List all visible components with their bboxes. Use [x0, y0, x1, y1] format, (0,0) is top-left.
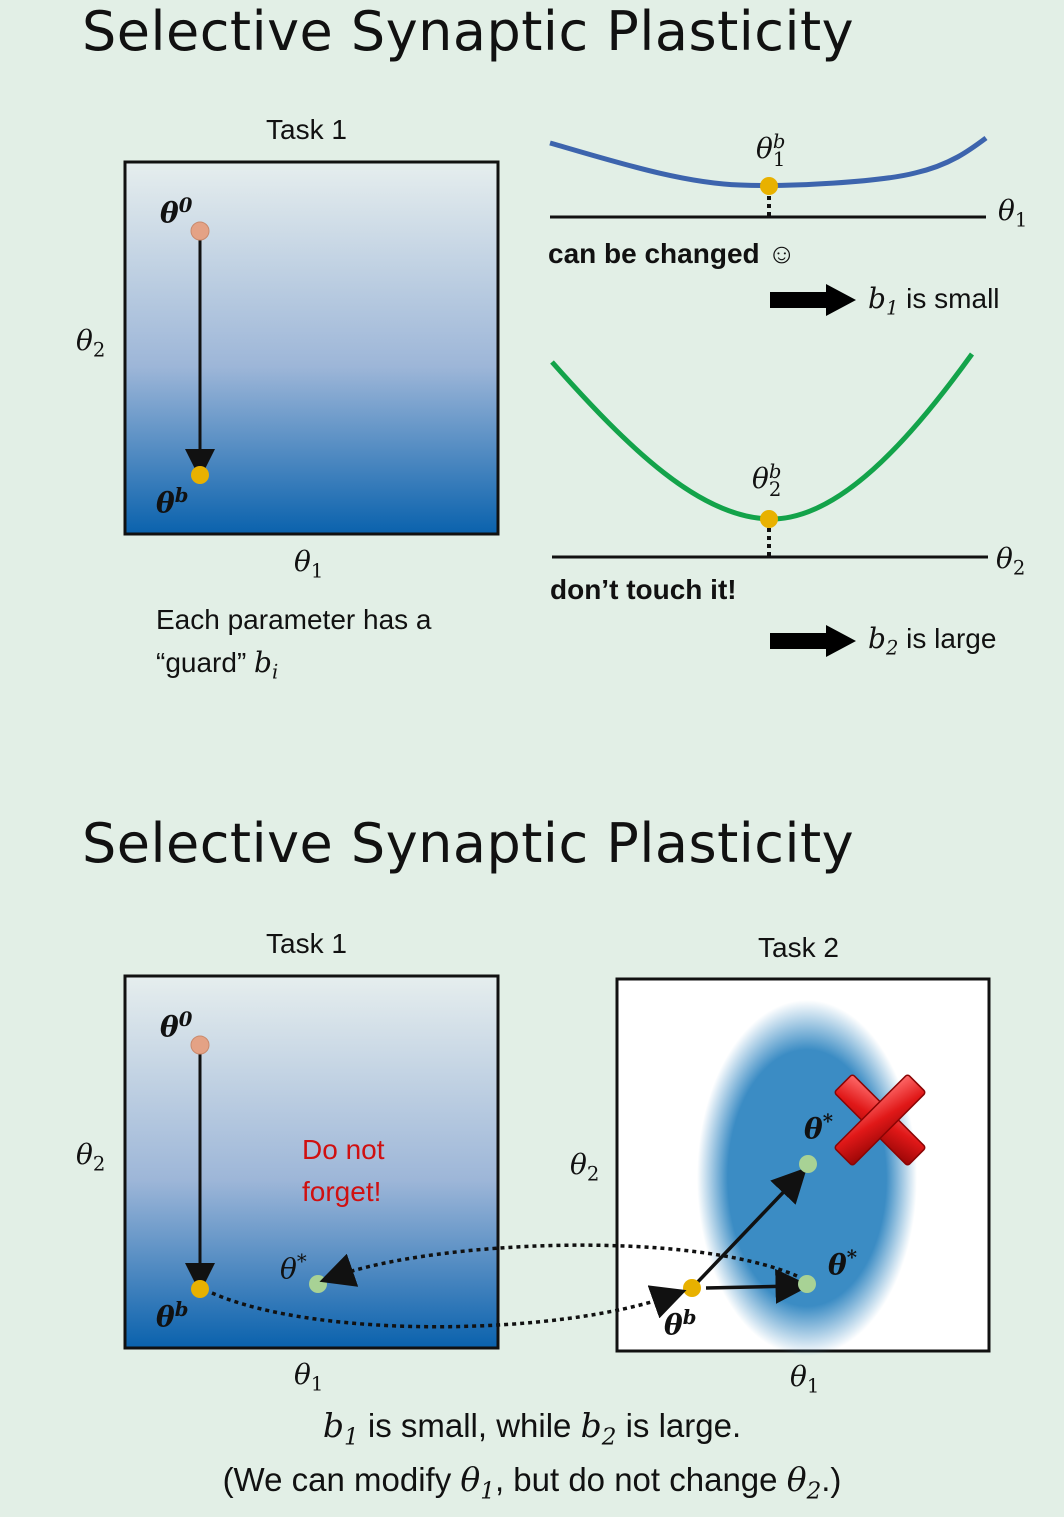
task1-theta-star-label: θ*: [280, 1250, 307, 1286]
task2-loss-blob: [697, 1000, 917, 1356]
curve1-result: b1 is small: [868, 282, 1000, 320]
warning-line1: Do not: [302, 1134, 385, 1165]
curve2-axis-label: θ2: [996, 542, 1026, 580]
task1-theta0-label: θ0: [160, 1008, 193, 1044]
curve2-point: [760, 510, 778, 528]
slide1-title: Selective Synaptic Plasticity: [82, 0, 855, 63]
curve1-note: can be changed ☺: [548, 238, 796, 269]
curve2-note: don’t touch it!: [550, 574, 737, 605]
footer-line2: (We can modify θ1, but do not change θ2.…: [222, 1460, 842, 1505]
dotted-arrow-to-task1: [319, 1243, 798, 1287]
curve1-point: [760, 177, 778, 195]
theta0-point: [190, 221, 210, 241]
task2-theta-star-top-point: [799, 1155, 817, 1173]
task2-axis-x-label: θ1: [790, 1360, 820, 1398]
axis-x-label: θ1: [294, 545, 324, 583]
task2-theta-star-top-label: θ*: [804, 1110, 833, 1146]
red-x-icon: [834, 1074, 926, 1166]
task2-theta-star-right-point: [798, 1275, 816, 1293]
dotted-arrow-to-task2: [211, 1285, 687, 1329]
task2-arrow-up: [690, 1167, 808, 1290]
curve1-blue: [549, 135, 988, 188]
thetab-point: [191, 466, 209, 484]
task1-theta-star-point: [309, 1275, 327, 1293]
task2-arrow-right: [705, 1268, 811, 1304]
task2-theta-star-right-label: θ*: [828, 1246, 857, 1282]
task2-thetab-label: θb: [664, 1306, 697, 1342]
task2-thetab-point: [683, 1279, 701, 1297]
slide2-title: Selective Synaptic Plasticity: [82, 812, 855, 875]
result2-arrow: [770, 625, 856, 657]
task1-thetab-label: θb: [156, 1298, 189, 1334]
task1-label: Task 1: [266, 114, 347, 145]
task2-axis-y-label: θ2: [570, 1148, 600, 1186]
slide1-diagram: [123, 135, 988, 657]
axis-y-label: θ2: [76, 324, 106, 362]
task1-axis-x-label: θ1: [294, 1358, 324, 1396]
thetab-label: θb: [156, 484, 189, 520]
curve2-result: b2 is large: [868, 622, 997, 660]
result1-arrow: [770, 284, 856, 316]
footer-line1: b1 is small, while b2 is large.: [322, 1406, 742, 1451]
task2-label: Task 2: [758, 932, 839, 963]
task1-theta0-point: [190, 1035, 210, 1055]
warning-line2: forget!: [302, 1176, 382, 1207]
theta0-label: θ0: [160, 194, 193, 230]
curve1-axis-label: θ1: [998, 194, 1028, 232]
slide2-diagram: [123, 974, 991, 1356]
task1-thetab-point: [191, 1280, 209, 1298]
task1-axis-y-label: θ2: [76, 1138, 106, 1176]
guard-caption-line1: Each parameter has a: [156, 604, 432, 635]
task1-label-2: Task 1: [266, 928, 347, 959]
guard-caption-line2: “guard” bi: [156, 646, 279, 684]
